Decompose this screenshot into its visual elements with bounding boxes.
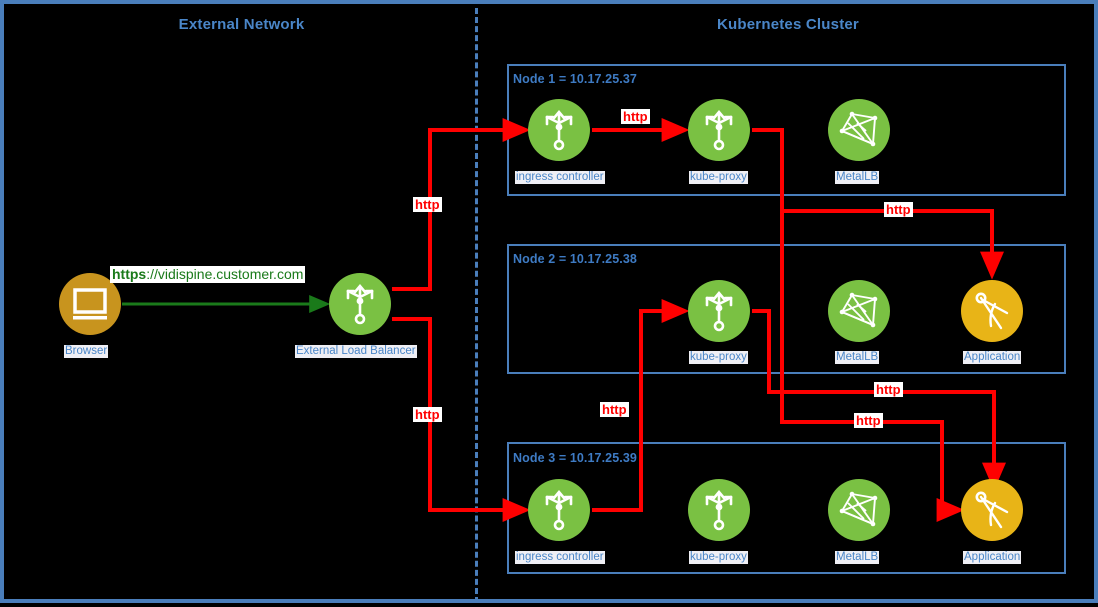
http-label-node1-ingress-to-proxy: http [621, 109, 650, 124]
node-3-metallb[interactable] [828, 479, 890, 541]
network-boundary-divider [475, 8, 478, 603]
node-2-kube-proxy-label: kube-proxy [689, 351, 748, 364]
mesh-icon [839, 491, 878, 527]
monitor-icon [73, 288, 107, 320]
http-label-node3-ingress-to-node2-proxy: http [600, 402, 629, 417]
node-1-metallb[interactable] [828, 99, 890, 161]
external-load-balancer-label: External Load Balancer [295, 345, 417, 358]
https-scheme: https [112, 266, 147, 282]
http-label-node1-proxy-to-node2-app: http [884, 202, 913, 217]
browser-node[interactable] [59, 273, 121, 335]
trident-icon [545, 109, 573, 151]
node-2-label: Node 2 = 10.17.25.38 [513, 252, 637, 266]
node-2-metallb[interactable] [828, 280, 890, 342]
node-1-kube-proxy-label: kube-proxy [689, 171, 748, 184]
node-2-application[interactable] [961, 280, 1023, 342]
https-url-label: https://vidispine.customer.com [110, 266, 306, 283]
node-2-kube-proxy[interactable] [688, 280, 750, 342]
node-1-ingress-controller-label: ingress controller [515, 171, 605, 184]
node-1-ingress-controller[interactable] [528, 99, 590, 161]
node-3-ingress-controller-label: ingress controller [515, 551, 605, 564]
node-2-metallb-label: MetalLB [835, 351, 880, 364]
node-1-kube-proxy[interactable] [688, 99, 750, 161]
trident-icon [346, 283, 374, 325]
compass-icon [975, 292, 1009, 330]
external-load-balancer-node[interactable] [329, 273, 391, 335]
trident-icon [705, 489, 733, 531]
http-label-node2-proxy-to-node3-app: http [874, 382, 903, 397]
node-2-application-label: Application [963, 351, 1022, 364]
https-host: ://vidispine.customer.com [146, 266, 304, 282]
mesh-icon [839, 111, 878, 147]
trident-icon [705, 290, 733, 332]
node-3-metallb-label: MetalLB [835, 551, 880, 564]
http-label-node1-proxy-to-node3-app: http [854, 413, 883, 428]
node-3-label: Node 3 = 10.17.25.39 [513, 451, 637, 465]
trident-icon [545, 489, 573, 531]
external-network-title: External Network [178, 16, 305, 33]
node-3-kube-proxy-label: kube-proxy [689, 551, 748, 564]
node-3-application[interactable] [961, 479, 1023, 541]
http-label-lb-to-node3: http [413, 407, 442, 422]
node-3-kube-proxy[interactable] [688, 479, 750, 541]
node-3-application-label: Application [963, 551, 1022, 564]
compass-icon [975, 491, 1009, 529]
node-1-label: Node 1 = 10.17.25.37 [513, 72, 637, 86]
kubernetes-cluster-title: Kubernetes Cluster [717, 16, 859, 33]
node-1-metallb-label: MetalLB [835, 171, 880, 184]
browser-label: Browser [64, 345, 109, 358]
http-label-lb-to-node1: http [413, 197, 442, 212]
node-3-ingress-controller[interactable] [528, 479, 590, 541]
mesh-icon [839, 292, 878, 328]
trident-icon [705, 109, 733, 151]
